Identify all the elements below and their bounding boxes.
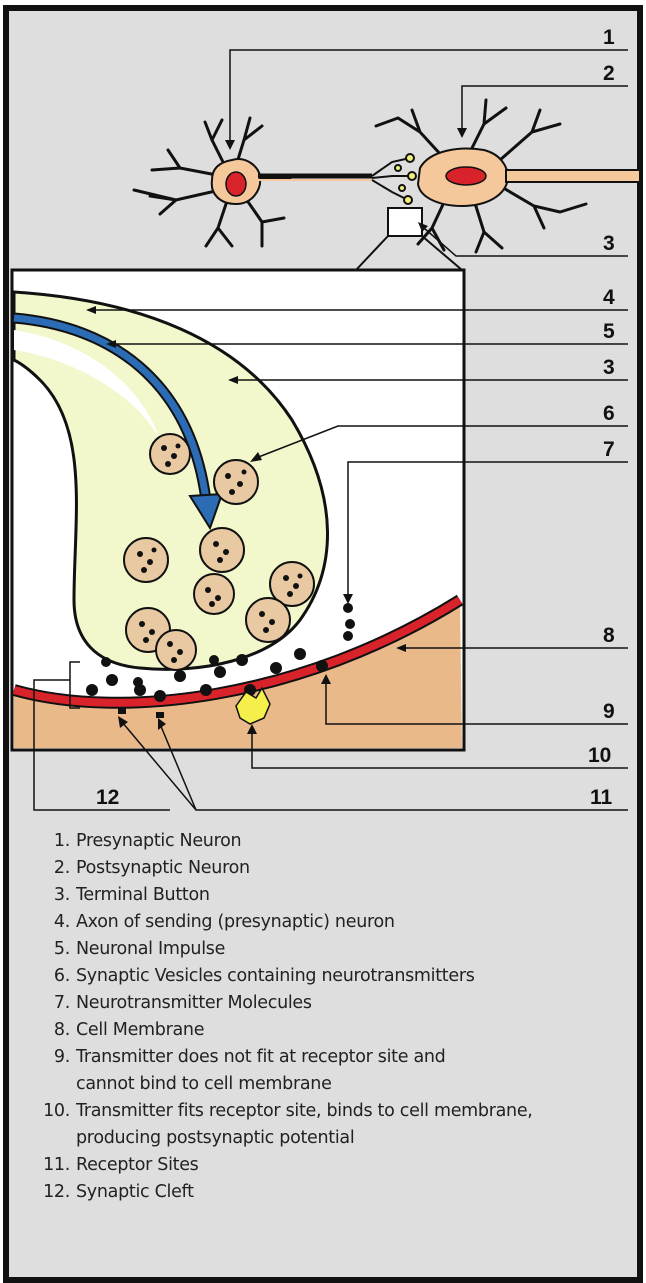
- legend-item-1: 1.Presynaptic Neuron: [40, 828, 640, 855]
- vesicle: [214, 460, 258, 504]
- callout-8: 8: [603, 624, 615, 647]
- vesicle: [246, 598, 290, 642]
- callout-9: 9: [603, 700, 615, 723]
- callout-3: 3: [603, 356, 615, 379]
- legend-item-7: 7.Neurotransmitter Molecules: [40, 990, 640, 1017]
- postsynaptic-axon: [506, 170, 640, 182]
- callout-2: 2: [603, 62, 615, 85]
- callout-1: 1: [603, 26, 615, 49]
- legend-item-11: 11.Receptor Sites: [40, 1152, 640, 1179]
- vesicle: [124, 538, 168, 582]
- callout-10: 10: [588, 744, 611, 767]
- legend-item-10: 10.Transmitter fits receptor site, binds…: [40, 1098, 640, 1152]
- legend: 1.Presynaptic Neuron 2.Postsynaptic Neur…: [40, 828, 640, 1206]
- vesicle: [200, 528, 244, 572]
- vesicle: [150, 434, 190, 474]
- legend-item-5: 5.Neuronal Impulse: [40, 936, 640, 963]
- legend-item-6: 6.Synaptic Vesicles containing neurotran…: [40, 963, 640, 990]
- callout-6: 6: [603, 402, 615, 425]
- callout-4: 4: [603, 286, 615, 309]
- legend-item-4: 4.Axon of sending (presynaptic) neuron: [40, 909, 640, 936]
- callout-11: 11: [590, 786, 613, 809]
- legend-item-12: 12.Synaptic Cleft: [40, 1179, 640, 1206]
- callout-12: 12: [96, 786, 119, 809]
- postsynaptic-nucleus: [446, 167, 486, 185]
- legend-item-9: 9.Transmitter does not fit at receptor s…: [40, 1044, 640, 1098]
- legend-item-2: 2.Postsynaptic Neuron: [40, 855, 640, 882]
- vesicle: [156, 630, 196, 670]
- presynaptic-nucleus: [226, 172, 246, 196]
- callout-3-top: 3: [603, 232, 615, 255]
- callout-5: 5: [603, 320, 615, 343]
- legend-item-8: 8.Cell Membrane: [40, 1017, 640, 1044]
- legend-item-3: 3.Terminal Button: [40, 882, 640, 909]
- vesicle: [194, 574, 234, 614]
- callout-7: 7: [603, 438, 615, 461]
- zoom-box: [388, 208, 422, 236]
